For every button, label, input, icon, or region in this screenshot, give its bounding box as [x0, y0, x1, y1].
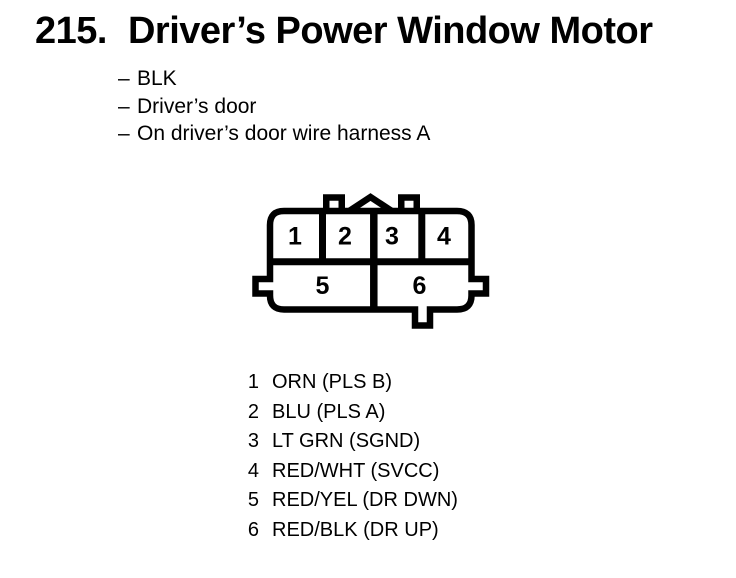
notes-list: – BLK – Driver’s door – On driver’s door…	[118, 65, 430, 148]
connector-cell-2: 2	[338, 223, 352, 251]
pin-number: 4	[247, 459, 259, 482]
wire-label: RED/BLK (DR UP)	[272, 518, 439, 541]
pinout-row: 5 RED/YEL (DR DWN)	[245, 486, 458, 516]
connector-cell-1: 1	[288, 223, 302, 251]
connector-cell-4: 4	[437, 223, 451, 251]
pinout-legend: 1 ORN (PLS B) 2 BLU (PLS A) 3 LT GRN (SG…	[245, 368, 458, 545]
pin-number: 5	[247, 489, 259, 511]
dash-bullet-icon: –	[118, 122, 130, 146]
wire-label: RED/WHT (SVCC)	[272, 459, 440, 482]
figure-title-text: Driver’s Power Window Motor	[127, 10, 653, 52]
note-line: – On driver’s door wire harness A	[118, 120, 430, 148]
note-text: Driver’s door	[137, 94, 257, 118]
note-line: – Driver’s door	[118, 93, 430, 121]
pin-number: 6	[247, 518, 259, 541]
note-text: On driver’s door wire harness A	[137, 122, 431, 146]
connector-cell-3: 3	[385, 223, 399, 251]
pinout-row: 4 RED/WHT (SVCC)	[245, 457, 458, 487]
pin-number: 3	[247, 430, 259, 452]
connector-pinout-diagram: 1 2 3 4 5 6	[245, 182, 495, 337]
pin-number: 1	[247, 371, 259, 393]
wire-label: BLU (PLS A)	[272, 400, 386, 423]
wire-label: ORN (PLS B)	[272, 371, 393, 393]
figure-title: 215. Driver’s Power Window Motor	[35, 11, 653, 51]
connector-cell-5: 5	[316, 272, 330, 300]
dash-bullet-icon: –	[118, 94, 130, 118]
pinout-row: 6 RED/BLK (DR UP)	[245, 516, 458, 546]
connector-outline-drawing: 1 2 3 4 5 6	[252, 193, 490, 329]
wire-label: RED/YEL (DR DWN)	[272, 489, 458, 511]
note-line: – BLK	[118, 65, 430, 93]
pinout-row: 3 LT GRN (SGND)	[245, 427, 458, 457]
note-text: BLK	[137, 67, 177, 90]
wire-label: LT GRN (SGND)	[272, 430, 421, 452]
dash-bullet-icon: –	[118, 67, 130, 90]
connector-cell-6: 6	[413, 272, 427, 300]
pinout-row: 2 BLU (PLS A)	[245, 398, 458, 428]
pinout-row: 1 ORN (PLS B)	[245, 368, 458, 398]
pin-number: 2	[247, 400, 259, 423]
figure-number: 215.	[35, 10, 107, 52]
